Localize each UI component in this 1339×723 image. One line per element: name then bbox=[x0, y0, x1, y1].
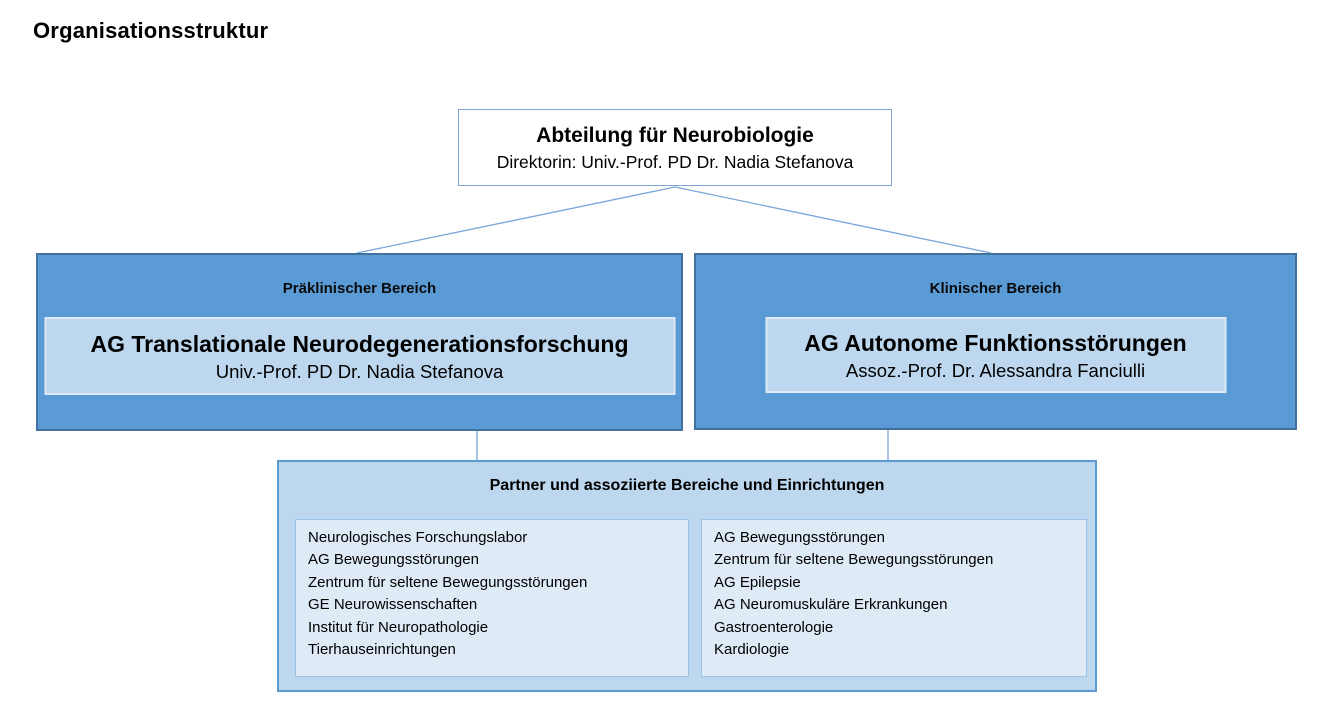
group-box-autonome-funktionsstoerungen: AG Autonome Funktionsstörungen Assoz.-Pr… bbox=[765, 317, 1226, 393]
list-item: Tierhauseinrichtungen bbox=[308, 641, 456, 659]
root-title: Abteilung für Neurobiologie bbox=[536, 123, 814, 147]
branch-praeklinischer-bereich: Präklinischer Bereich AG Translationale … bbox=[36, 253, 683, 431]
list-item: Zentrum für seltene Bewegungsstörungen bbox=[714, 551, 994, 569]
list-item: Zentrum für seltene Bewegungsstörungen bbox=[308, 573, 588, 591]
group-name: AG Autonome Funktionsstörungen bbox=[804, 329, 1187, 356]
partners-box: Partner und assoziierte Bereiche und Ein… bbox=[277, 460, 1097, 692]
group-name: AG Translationale Neurodegenerationsfors… bbox=[90, 330, 629, 357]
list-item: AG Neuromuskuläre Erkrankungen bbox=[714, 596, 948, 614]
list-item: Neurologisches Forschungslabor bbox=[308, 529, 528, 546]
group-lead: Assoz.-Prof. Dr. Alessandra Fanciulli bbox=[845, 359, 1146, 381]
list-item: Institut für Neuropathologie bbox=[308, 618, 489, 636]
branch-header: Präklinischer Bereich bbox=[282, 280, 437, 297]
list-item: AG Bewegungsstörungen bbox=[308, 551, 479, 569]
page-title: Organisationsstruktur bbox=[33, 18, 269, 43]
list-item: AG Bewegungsstörungen bbox=[714, 529, 885, 546]
root-subtitle: Direktorin: Univ.-Prof. PD Dr. Nadia Ste… bbox=[496, 151, 854, 172]
connector-root-to-left bbox=[356, 186, 676, 254]
branch-klinischer-bereich: Klinischer Bereich AG Autonome Funktions… bbox=[694, 253, 1297, 430]
root-box: Abteilung für Neurobiologie Direktorin: … bbox=[458, 109, 892, 186]
list-item: Gastroenterologie bbox=[714, 618, 834, 636]
partner-list-left: Neurologisches Forschungslabor AG Bewegun… bbox=[295, 519, 689, 677]
partners-title: Partner und assoziierte Bereiche und Ein… bbox=[489, 477, 885, 494]
connector-root-to-right bbox=[674, 186, 992, 254]
list-item: GE Neurowissenschaften bbox=[308, 596, 478, 614]
group-box-translationale-neurodegenerationsforschung: AG Translationale Neurodegenerationsfors… bbox=[44, 317, 675, 395]
branch-header: Klinischer Bereich bbox=[929, 280, 1062, 297]
list-item: AG Epilepsie bbox=[714, 573, 801, 591]
list-item: Kardiologie bbox=[714, 641, 790, 659]
group-lead: Univ.-Prof. PD Dr. Nadia Stefanova bbox=[215, 360, 504, 382]
